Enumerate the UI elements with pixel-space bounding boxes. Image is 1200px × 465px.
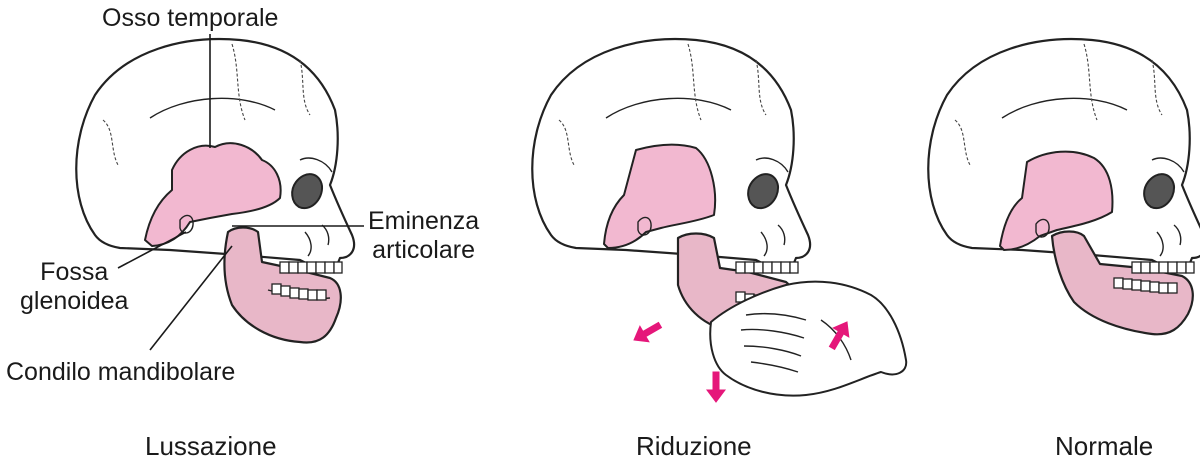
caption-normal: Normale (1055, 431, 1154, 461)
skull-dislocated (75, 37, 356, 344)
skull-normal (927, 37, 1200, 336)
pink-arrow (706, 371, 726, 403)
caption-reduction: Riduzione (636, 431, 752, 461)
caption-dislocation: Lussazione (145, 431, 277, 461)
label-glenoid-fossa: Fossa glenoidea (20, 258, 129, 315)
leader-condyle (149, 245, 233, 351)
label-temporal-bone: Osso temporale (102, 4, 279, 32)
label-mandibular-condyle: Condilo mandibolare (6, 358, 236, 386)
label-articular-eminence: Eminenza articolare (368, 207, 480, 264)
pink-arrow (629, 316, 665, 349)
skull-reduction-with-hand (531, 37, 908, 397)
leader-fossa (117, 231, 187, 269)
